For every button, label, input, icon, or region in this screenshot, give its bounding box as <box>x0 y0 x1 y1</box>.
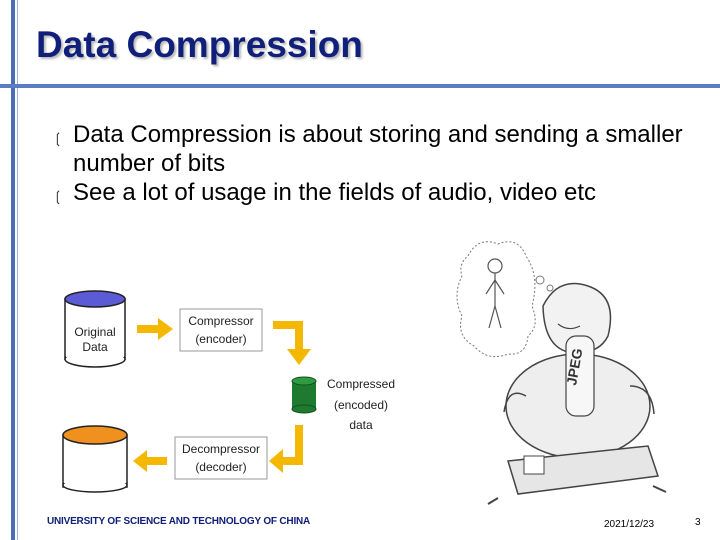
original-label-line2: Data <box>82 340 108 354</box>
bullet-item: ❲ See a lot of usage in the fields of au… <box>52 178 692 207</box>
compressed-label-line1: Compressed <box>327 377 395 391</box>
bullet-marker-icon: ❲ <box>52 130 64 146</box>
compressor-label-line2: (encoder) <box>195 332 246 346</box>
arrow-left-elbow-icon <box>269 425 303 473</box>
decompressor-box: Decompressor (decoder) <box>174 436 268 480</box>
bullet-text: Data Compression is about storing and se… <box>73 121 683 177</box>
bullet-list: ❲ Data Compression is about storing and … <box>52 120 692 207</box>
fat-figure-icon: JPEG <box>503 282 655 459</box>
compression-diagram: Original Data Compressor (encoder) Compr… <box>62 290 395 493</box>
bullet-text: See a lot of usage in the fields of audi… <box>73 179 597 206</box>
original-label-line1: Original <box>74 325 115 339</box>
compressed-data-cylinder <box>291 376 317 414</box>
page-number: 3 <box>695 517 701 528</box>
compressor-label-line1: Compressor <box>188 314 253 328</box>
footer-date: 2021/12/23 <box>604 519 655 530</box>
compressed-label-line2: (encoded) <box>334 398 388 412</box>
original-data-cylinder: Original Data <box>64 290 126 368</box>
compressed-label-line3: data <box>349 418 373 432</box>
left-accent-bar <box>11 0 15 540</box>
decompressed-data-cylinder <box>62 425 128 493</box>
compressor-box: Compressor (encoder) <box>179 308 263 352</box>
thought-bubble <box>456 241 536 358</box>
bullet-marker-icon: ❲ <box>52 188 64 204</box>
decompressor-label-line1: Decompressor <box>182 442 260 456</box>
arrow-left-icon <box>133 450 167 472</box>
title-underline <box>0 84 720 88</box>
bullet-item: ❲ Data Compression is about storing and … <box>52 120 692 178</box>
slide-title: Data Compression <box>36 24 363 65</box>
decompressor-label-line2: (decoder) <box>195 460 246 474</box>
arrow-down-elbow-icon <box>273 321 311 365</box>
thin-figure-icon <box>485 258 505 329</box>
weighing-scale-icon <box>487 445 667 505</box>
left-accent-line <box>17 0 18 540</box>
arrow-right-icon <box>137 318 173 340</box>
jpeg-cartoon-illustration: JPEG <box>456 241 667 505</box>
jpeg-label: JPEG <box>563 347 585 387</box>
university-footer: UNIVERSITY OF SCIENCE AND TECHNOLOGY OF … <box>47 516 311 527</box>
